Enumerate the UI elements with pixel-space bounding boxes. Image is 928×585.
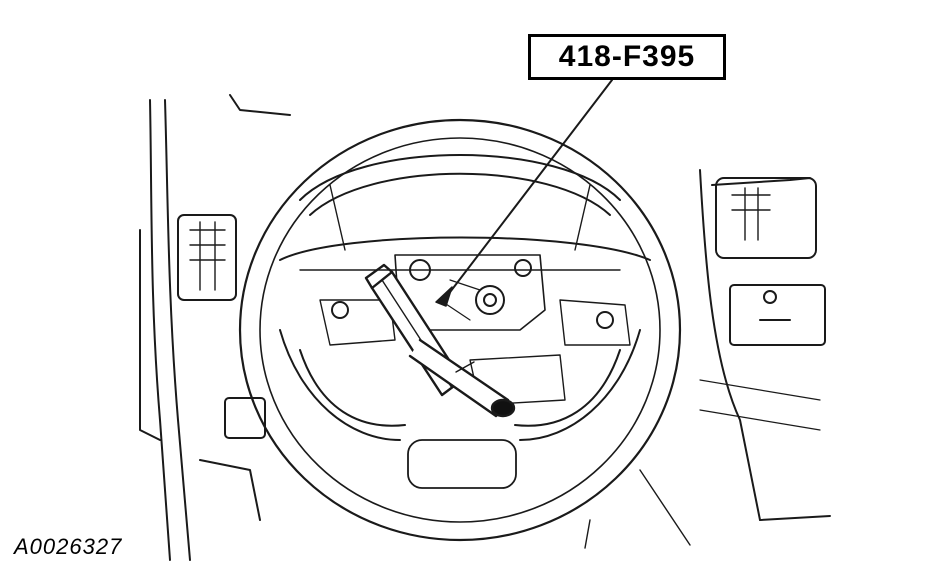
dashboard-left [140, 95, 290, 560]
figure-reference-code: A0026327 [14, 534, 123, 559]
tool-callout-box: 418-F395 [528, 34, 726, 80]
special-tool [366, 265, 514, 416]
dashboard-right [700, 170, 830, 520]
lower-spokes [280, 330, 690, 548]
steering-wheel-rim [240, 120, 680, 540]
upper-spoke [280, 155, 650, 270]
tool-callout-label: 418-F395 [558, 40, 696, 73]
callout-leader [436, 80, 612, 306]
